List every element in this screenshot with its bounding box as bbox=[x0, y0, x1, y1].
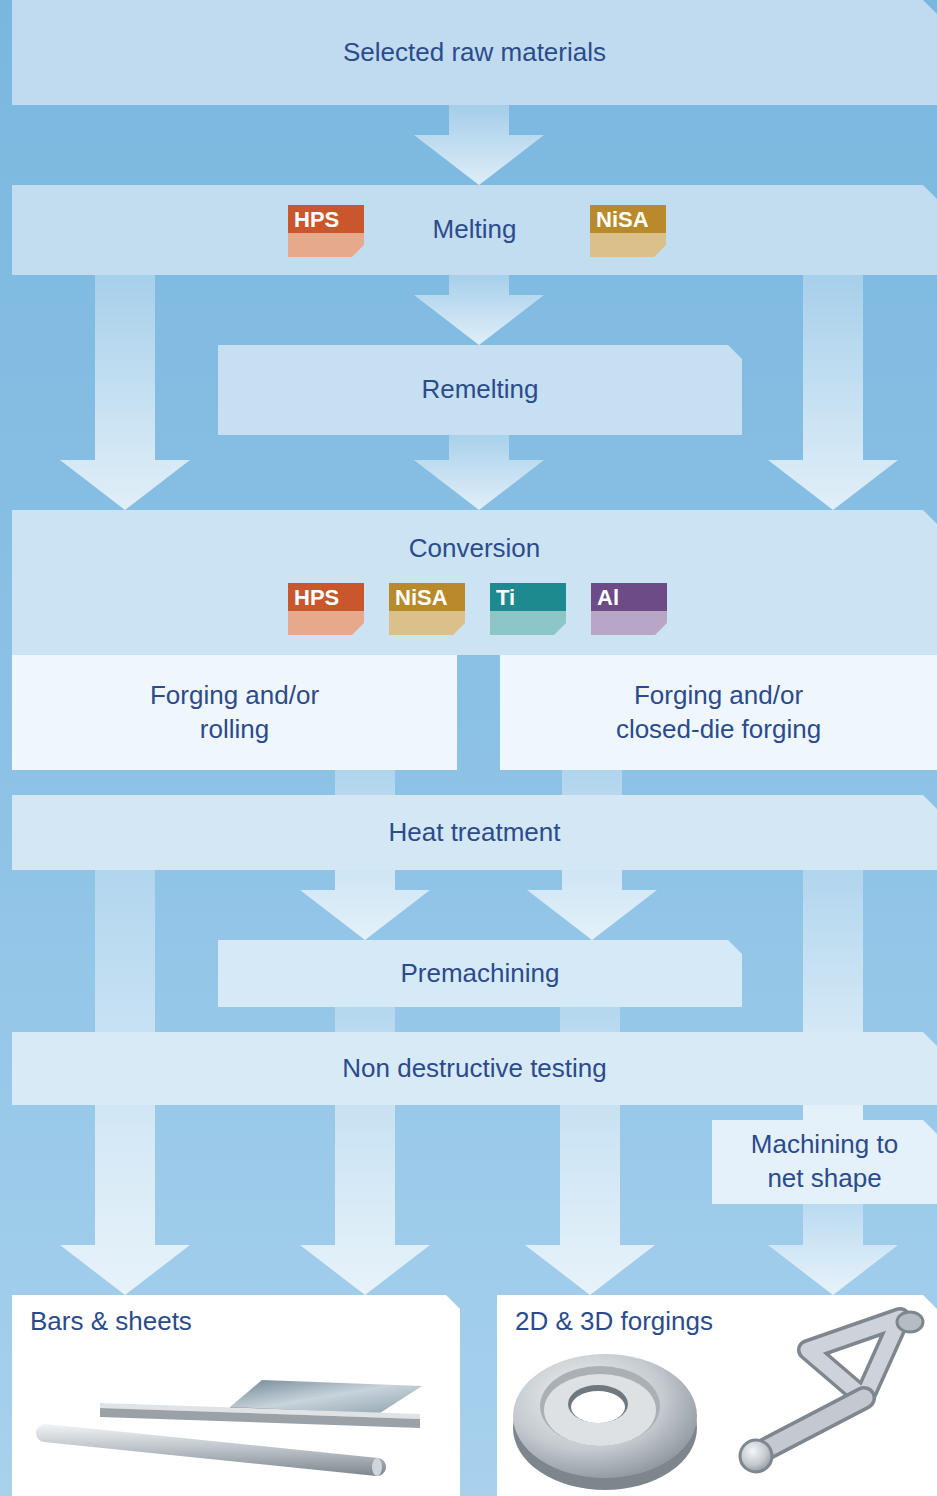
step-label: Conversion bbox=[403, 532, 547, 566]
flow-arrow bbox=[768, 1204, 898, 1295]
step-label: Heat treatment bbox=[383, 816, 567, 850]
product-box: 2D & 3D forgings bbox=[497, 1295, 937, 1496]
tag-label: Ti bbox=[496, 586, 515, 610]
process-band: Selected raw materials bbox=[12, 0, 937, 105]
process-box: Forging and/or rolling bbox=[12, 655, 457, 770]
ring-side bbox=[513, 1366, 697, 1490]
process-band: Melting HPS NiSA bbox=[12, 185, 937, 275]
material-tag: Ti bbox=[490, 583, 566, 635]
step-label: Bars & sheets bbox=[24, 1305, 198, 1339]
flow-arrow bbox=[414, 105, 544, 185]
flow-arrow bbox=[768, 275, 898, 510]
bars-sheet-figure bbox=[36, 1380, 422, 1476]
material-tag: Al bbox=[591, 583, 667, 635]
step-label: Machining to net shape bbox=[743, 1128, 907, 1196]
step-label: Melting bbox=[427, 213, 523, 247]
tag-label: NiSA bbox=[395, 586, 448, 610]
round-bar-end bbox=[372, 1458, 382, 1476]
process-band: Heat treatment bbox=[12, 795, 937, 870]
ring-hole bbox=[571, 1391, 625, 1423]
material-tag: HPS bbox=[288, 205, 364, 257]
tag-label: HPS bbox=[294, 208, 339, 232]
round-bar bbox=[36, 1424, 386, 1476]
material-tag: NiSA bbox=[389, 583, 465, 635]
step-label: Selected raw materials bbox=[337, 36, 612, 70]
step-label: 2D & 3D forgings bbox=[509, 1305, 719, 1339]
forging-frame bbox=[808, 1318, 900, 1398]
process-band: Non destructive testing bbox=[12, 1032, 937, 1105]
ring-forging-figure bbox=[513, 1354, 697, 1490]
flow-arrow bbox=[414, 275, 544, 345]
sheet-edge bbox=[230, 1407, 380, 1417]
process-band: Premachining bbox=[218, 940, 742, 1007]
flow-arrow bbox=[414, 435, 544, 510]
tag-label: Al bbox=[597, 586, 619, 610]
forging-stem-outline bbox=[768, 1398, 864, 1448]
tag-label: NiSA bbox=[596, 208, 649, 232]
process-band: ConversionHPS NiSA Ti Al bbox=[12, 510, 937, 655]
sheet-face bbox=[230, 1380, 422, 1413]
step-label: Remelting bbox=[415, 373, 544, 407]
forging-boss bbox=[740, 1440, 772, 1472]
step-label: Premachining bbox=[395, 957, 566, 991]
forging-eye bbox=[897, 1312, 923, 1332]
forging-frame-outline bbox=[808, 1318, 900, 1398]
material-tag: NiSA bbox=[590, 205, 666, 257]
product-box: Bars & sheets bbox=[12, 1295, 460, 1496]
material-tag: HPS bbox=[288, 583, 364, 635]
ring-recess-rim bbox=[540, 1366, 660, 1446]
process-box: Forging and/or closed-die forging bbox=[500, 655, 937, 770]
process-box: Machining to net shape bbox=[712, 1120, 937, 1204]
tag-label: HPS bbox=[294, 586, 339, 610]
square-bar-top bbox=[100, 1403, 420, 1419]
step-label: Forging and/or rolling bbox=[111, 679, 358, 747]
ring-hole-rim bbox=[568, 1385, 628, 1423]
step-label: Non destructive testing bbox=[336, 1052, 612, 1086]
forging-stem bbox=[768, 1398, 864, 1448]
square-bar-side bbox=[100, 1408, 420, 1428]
step-label: Forging and/or closed-die forging bbox=[595, 679, 842, 747]
flow-arrow bbox=[60, 275, 190, 510]
ring-recess bbox=[544, 1374, 656, 1446]
process-band: Remelting bbox=[218, 345, 742, 435]
ring-face bbox=[513, 1354, 697, 1478]
closed-die-forging-figure bbox=[740, 1312, 923, 1472]
